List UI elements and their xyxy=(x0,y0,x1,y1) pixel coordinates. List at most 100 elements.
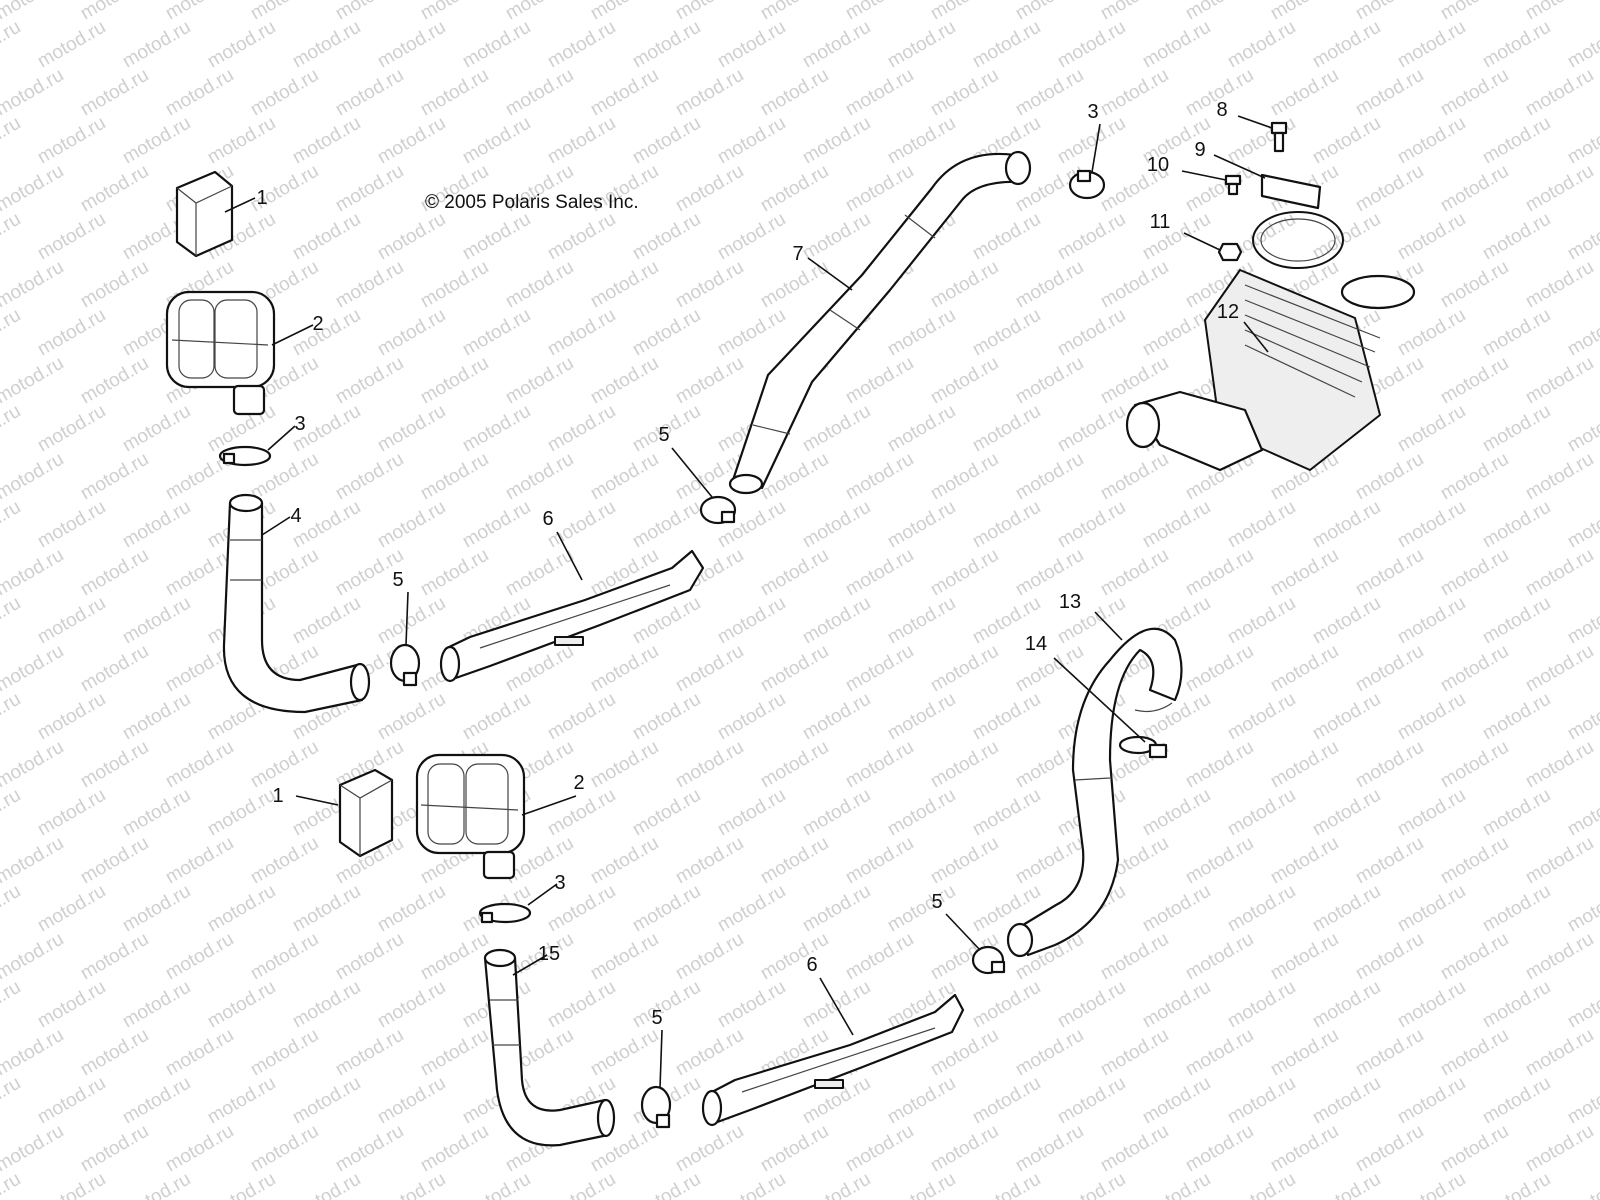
watermark-text: motod.ru xyxy=(927,641,1002,697)
watermark-text: motod.ru xyxy=(1479,785,1554,841)
leader-line-12 xyxy=(1243,321,1269,353)
watermark-text: motod.ru xyxy=(0,161,67,217)
watermark-text: motod.ru xyxy=(544,497,619,553)
callout-number-12: 12 xyxy=(1217,301,1239,323)
watermark-text: motod.ru xyxy=(77,545,152,601)
watermark-text: motod.ru xyxy=(502,353,577,409)
part-7-long-hose xyxy=(728,150,1032,495)
watermark-text: motod.ru xyxy=(1309,209,1384,265)
leader-line-5 xyxy=(405,591,409,646)
watermark-text: motod.ru xyxy=(1522,641,1597,697)
watermark-text: motod.ru xyxy=(969,17,1044,73)
watermark-text: motod.ru xyxy=(77,833,152,889)
part-2-intake-silencer-lower xyxy=(415,753,526,880)
watermark-text: motod.ru xyxy=(1352,0,1427,24)
watermark-text: motod.ru xyxy=(162,1025,237,1081)
watermark-text: motod.ru xyxy=(0,353,67,409)
watermark-text: motod.ru xyxy=(119,977,194,1033)
watermark-text: motod.ru xyxy=(1564,113,1600,169)
watermark-text: motod.ru xyxy=(842,0,917,24)
watermark-text: motod.ru xyxy=(1012,0,1087,24)
part-3-clamp-lower xyxy=(478,902,532,924)
watermark-text: motod.ru xyxy=(969,401,1044,457)
watermark-text: motod.ru xyxy=(374,17,449,73)
watermark-text: motod.ru xyxy=(204,785,279,841)
watermark-text: motod.ru xyxy=(1437,1025,1512,1081)
watermark-text: motod.ru xyxy=(544,401,619,457)
watermark-text: motod.ru xyxy=(1479,1169,1554,1200)
watermark-text: motod.ru xyxy=(969,785,1044,841)
callout-number-3: 3 xyxy=(1087,101,1098,123)
watermark-text: motod.ru xyxy=(927,545,1002,601)
watermark-text: motod.ru xyxy=(1012,65,1087,121)
watermark-text: motod.ru xyxy=(0,977,24,1033)
watermark-text: motod.ru xyxy=(842,833,917,889)
watermark-text: motod.ru xyxy=(0,593,24,649)
watermark-text: motod.ru xyxy=(289,209,364,265)
watermark-text: motod.ru xyxy=(77,1025,152,1081)
leader-line-5 xyxy=(671,447,713,498)
watermark-text: motod.ru xyxy=(927,257,1002,313)
watermark-text: motod.ru xyxy=(0,497,24,553)
watermark-text: motod.ru xyxy=(714,785,789,841)
watermark-text: motod.ru xyxy=(34,17,109,73)
watermark-text: motod.ru xyxy=(842,545,917,601)
watermark-text: motod.ru xyxy=(247,929,322,985)
watermark-text: motod.ru xyxy=(502,65,577,121)
watermark-text: motod.ru xyxy=(587,353,662,409)
watermark-text: motod.ru xyxy=(1012,1121,1087,1177)
watermark-text: motod.ru xyxy=(162,1121,237,1177)
watermark-text: motod.ru xyxy=(714,977,789,1033)
watermark-text: motod.ru xyxy=(417,65,492,121)
watermark-text: motod.ru xyxy=(1437,353,1512,409)
watermark-text: motod.ru xyxy=(332,353,407,409)
watermark-text: motod.ru xyxy=(1224,1073,1299,1129)
watermark-text: motod.ru xyxy=(587,0,662,24)
watermark-text: motod.ru xyxy=(544,209,619,265)
callout-number-1: 1 xyxy=(256,187,267,209)
watermark-text: motod.ru xyxy=(757,641,832,697)
watermark-text: motod.ru xyxy=(332,0,407,24)
watermark-text: motod.ru xyxy=(1394,17,1469,73)
watermark-text: motod.ru xyxy=(1054,977,1129,1033)
watermark-text: motod.ru xyxy=(459,17,534,73)
watermark-text: motod.ru xyxy=(1182,0,1257,24)
watermark-text: motod.ru xyxy=(374,497,449,553)
watermark-text: motod.ru xyxy=(374,977,449,1033)
watermark-text: motod.ru xyxy=(1352,449,1427,505)
watermark-text: motod.ru xyxy=(1394,305,1469,361)
watermark-text: motod.ru xyxy=(1054,497,1129,553)
watermark-text: motod.ru xyxy=(672,833,747,889)
watermark-text: motod.ru xyxy=(1352,161,1427,217)
watermark-text: motod.ru xyxy=(1267,833,1342,889)
watermark-text: motod.ru xyxy=(0,113,24,169)
watermark-text: motod.ru xyxy=(417,257,492,313)
watermark-text: motod.ru xyxy=(0,833,67,889)
watermark-text: motod.ru xyxy=(1564,17,1600,73)
watermark-text: motod.ru xyxy=(1437,0,1512,24)
watermark-text: motod.ru xyxy=(1522,0,1597,24)
leader-line-3 xyxy=(527,883,558,906)
watermark-text: motod.ru xyxy=(799,785,874,841)
watermark-text: motod.ru xyxy=(714,17,789,73)
callout-number-2: 2 xyxy=(573,772,584,794)
watermark-text: motod.ru xyxy=(502,449,577,505)
watermark-text: motod.ru xyxy=(1352,1025,1427,1081)
watermark-text: motod.ru xyxy=(1097,0,1172,24)
watermark-text: motod.ru xyxy=(374,209,449,265)
leader-line-14 xyxy=(1053,657,1146,743)
watermark-text: motod.ru xyxy=(332,449,407,505)
watermark-text: motod.ru xyxy=(884,1169,959,1200)
watermark-text: motod.ru xyxy=(459,1169,534,1200)
watermark-text: motod.ru xyxy=(842,1121,917,1177)
watermark-text: motod.ru xyxy=(34,305,109,361)
watermark-text: motod.ru xyxy=(969,1169,1044,1200)
watermark-text: motod.ru xyxy=(1054,1073,1129,1129)
watermark-text: motod.ru xyxy=(247,1121,322,1177)
watermark-text: motod.ru xyxy=(1352,545,1427,601)
watermark-text: motod.ru xyxy=(629,305,704,361)
watermark-text: motod.ru xyxy=(34,977,109,1033)
watermark-text: motod.ru xyxy=(629,113,704,169)
watermark-text: motod.ru xyxy=(629,977,704,1033)
part-9-bracket-clamp xyxy=(1252,173,1344,269)
